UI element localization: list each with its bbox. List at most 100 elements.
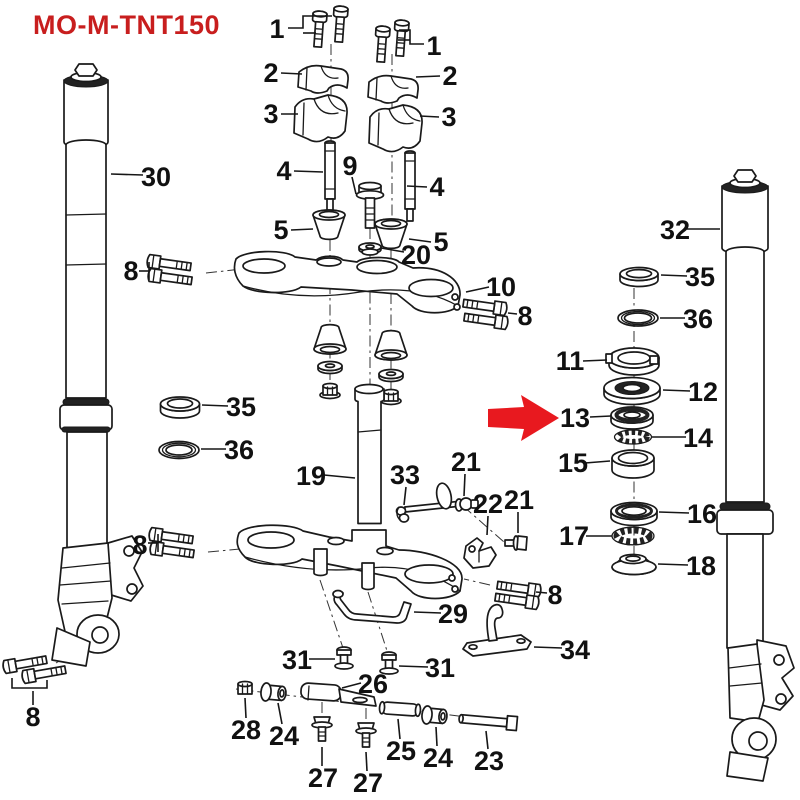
part-label-3: 3 [263, 99, 278, 129]
part-label-35: 35 [685, 262, 715, 292]
seal-rings-right [617, 266, 659, 327]
leader-line [351, 176, 357, 195]
part-label-14: 14 [683, 423, 713, 453]
leader-line [397, 718, 401, 740]
part-label-26: 26 [358, 669, 388, 699]
part-label-27: 27 [353, 768, 383, 798]
leader-line [533, 646, 563, 649]
pointer-arrow [488, 395, 559, 441]
part-label-8: 8 [517, 301, 532, 331]
part-label-12: 12 [688, 377, 718, 407]
leader-line [465, 286, 490, 293]
part-label-16: 16 [687, 499, 717, 529]
part-label-10: 10 [486, 272, 516, 302]
leader-line [293, 170, 324, 173]
front-fork-left [51, 63, 144, 667]
axle-bolt-23 [458, 713, 519, 732]
leader-line [435, 726, 438, 747]
top-triple-clamp-10 [233, 248, 461, 314]
bearing-race-13 [610, 406, 654, 430]
part-label-28: 28 [231, 715, 261, 745]
damper-arm-26 [300, 682, 377, 707]
leader-line [323, 474, 356, 479]
ball-retainer-14 [613, 429, 653, 445]
part-label-34: 34 [560, 635, 590, 665]
dust-seal-18 [611, 553, 657, 576]
part-label-30: 30 [141, 162, 171, 192]
flange-bolt-9 [355, 181, 385, 229]
part-label-35: 35 [226, 392, 256, 422]
part-label-11: 11 [556, 346, 585, 376]
part-label-21: 21 [504, 485, 534, 515]
damper-hardware-row [237, 646, 519, 748]
part-label-32: 32 [660, 215, 690, 245]
leader-line [341, 682, 362, 689]
part-label-1: 1 [269, 14, 284, 44]
part-label-25: 25 [386, 736, 416, 766]
part-label-8: 8 [25, 702, 40, 732]
nut-28 [237, 680, 253, 695]
handlebar-riser-assembly [293, 4, 423, 229]
hook-bracket-34 [462, 603, 532, 657]
leader-line [380, 247, 405, 253]
part-label-33: 33 [390, 460, 420, 490]
seal-rings-left [158, 396, 201, 460]
part-label-31: 31 [425, 653, 455, 683]
part-label-2: 2 [442, 61, 457, 91]
part-label-3: 3 [441, 102, 456, 132]
leader-line [660, 274, 688, 277]
leader-line [403, 486, 407, 506]
leader-line [662, 389, 691, 392]
part-label-2: 2 [263, 58, 278, 88]
part-label-13: 13 [560, 403, 590, 433]
leader-line [406, 185, 428, 188]
steering-stem-19 [354, 383, 385, 525]
part-label-15: 15 [558, 448, 588, 478]
leader-line [290, 228, 314, 231]
part-label-31: 31 [282, 645, 312, 675]
diagram-title: MO-M-TNT150 [33, 10, 220, 40]
leader-line [280, 72, 303, 75]
leader-line [288, 15, 332, 29]
part-label-24: 24 [423, 743, 453, 773]
bolt-21-pin [459, 497, 479, 511]
leader-line [535, 591, 548, 594]
leader-line [658, 511, 690, 514]
part-label-24: 24 [269, 721, 299, 751]
part-label-21: 21 [451, 447, 481, 477]
part-label-29: 29 [438, 599, 468, 629]
leader-line [413, 611, 442, 614]
leader-line [507, 312, 518, 315]
part-label-8: 8 [547, 580, 562, 610]
leader-line [244, 697, 247, 719]
part-label-5: 5 [433, 227, 448, 257]
leader-line [399, 29, 424, 45]
leader-line [365, 751, 368, 772]
part-label-23: 23 [474, 746, 504, 776]
leader-line [584, 460, 611, 464]
part-label-36: 36 [683, 304, 713, 334]
leader-line [415, 75, 441, 78]
leader-line [657, 563, 689, 566]
part-label-8: 8 [123, 256, 138, 286]
part-label-19: 19 [296, 461, 326, 491]
leader-line [398, 665, 429, 668]
leader-line [110, 173, 144, 176]
bearing-cup-15 [611, 449, 655, 479]
leader-line [277, 702, 283, 725]
leader-line [463, 473, 466, 497]
leader-line [486, 515, 489, 536]
part-label-20: 20 [401, 240, 431, 270]
part-label-17: 17 [559, 521, 589, 551]
leader-line [485, 730, 489, 750]
cable-guide-22 [463, 537, 497, 569]
part-label-4: 4 [429, 172, 444, 202]
front-fork-right [716, 169, 795, 782]
part-label-27: 27 [308, 763, 338, 793]
part-label-4: 4 [276, 156, 291, 186]
bottom-triple-clamp [236, 524, 463, 600]
construction-lines [55, 44, 635, 726]
